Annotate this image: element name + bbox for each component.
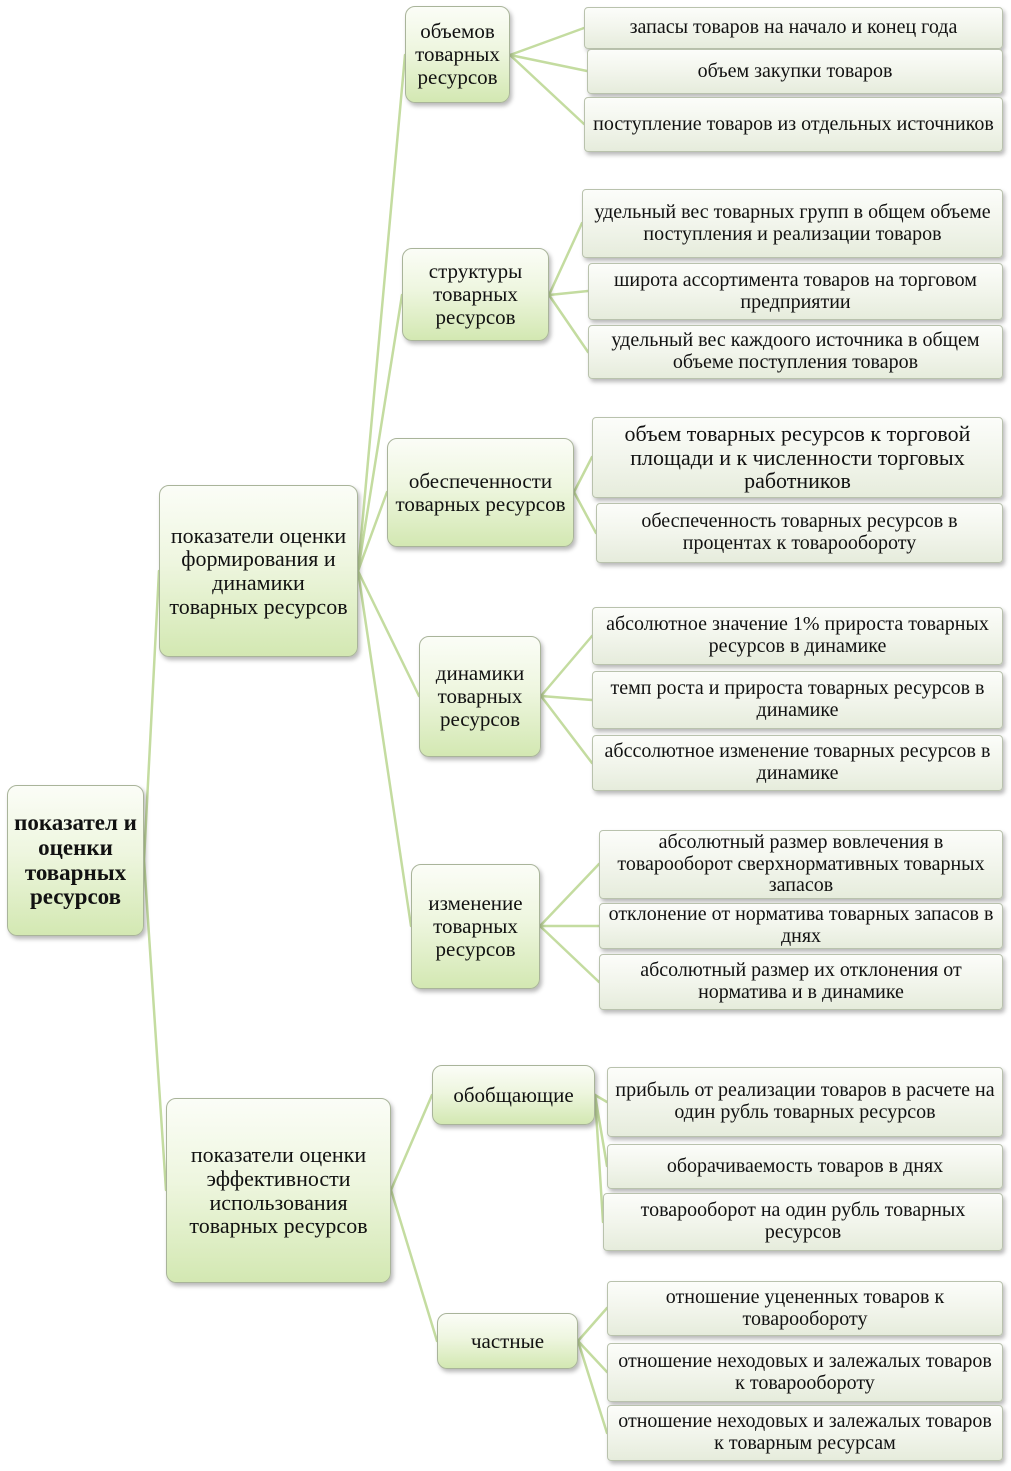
connector-line xyxy=(356,569,421,698)
connector-line xyxy=(538,924,601,984)
leaf-label: объем закупки товаров xyxy=(697,59,893,82)
leaf-node: абссолютное изменение товарных ресурсов … xyxy=(592,735,1003,791)
leaf-node: отклонение от норматива товарных запасов… xyxy=(599,903,1003,949)
subgroup-label: частные xyxy=(470,1328,545,1353)
connector-line xyxy=(508,26,586,57)
connector-line xyxy=(576,1339,609,1374)
leaf-node: отношение уцененных товаров к товарообор… xyxy=(607,1281,1003,1336)
connector-line xyxy=(356,569,413,928)
connector-line xyxy=(572,490,598,535)
leaf-node: запасы товаров на начало и конец года xyxy=(584,7,1003,49)
group-label: показатели оценки формирования и динамик… xyxy=(169,522,348,619)
subgroup-label: обобщающие xyxy=(453,1082,574,1107)
leaf-label: отношение неходовых и залежалых товаров … xyxy=(618,1410,992,1454)
subgroup-label: динамики товарных ресурсов xyxy=(435,661,525,731)
leaf-label: абсолютный размер вовлечения в товарообо… xyxy=(617,831,985,897)
connector-line xyxy=(576,1339,609,1435)
leaf-node: абсолютный размер вовлечения в товарообо… xyxy=(599,830,1003,899)
leaf-label: обеспеченность товарных ресурсов в проце… xyxy=(641,510,958,554)
leaf-node: поступление товаров из отдельных источни… xyxy=(584,97,1003,152)
leaf-node: прибыль от реализации товаров в расчете … xyxy=(607,1067,1003,1137)
leaf-node: абсолютный размер их отклонения от норма… xyxy=(599,954,1003,1010)
connector-line xyxy=(538,862,601,928)
leaf-label: отношение неходовых и залежалых товаров … xyxy=(618,1349,992,1394)
connector-line xyxy=(572,455,594,494)
leaf-label: объем товарных ресурсов к торговой площа… xyxy=(624,420,971,494)
connector-line xyxy=(539,634,594,698)
leaf-node: обеспеченность товарных ресурсов в проце… xyxy=(596,503,1003,563)
connector-line xyxy=(547,289,590,297)
leaf-node: объем закупки товаров xyxy=(587,49,1003,94)
connector-line xyxy=(389,1188,439,1343)
leaf-node: товарооборот на один рубль товарных ресу… xyxy=(603,1193,1003,1251)
leaf-node: темп роста и прироста товарных ресурсов … xyxy=(592,671,1003,729)
connector-line xyxy=(356,53,407,573)
subgroup-label: обеспеченности товарных ресурсов xyxy=(395,468,566,516)
subgroup-node-dynamics: динамики товарных ресурсов xyxy=(419,636,541,757)
connector-line xyxy=(576,1306,609,1343)
connector-line xyxy=(547,293,590,354)
group-node-formation: показатели оценки формирования и динамик… xyxy=(159,485,358,657)
leaf-label: темп роста и прироста товарных ресурсов … xyxy=(610,677,985,721)
connector-line xyxy=(356,490,389,573)
subgroup-node-provision: обеспеченности товарных ресурсов xyxy=(387,438,574,547)
leaf-label: товарооборот на один рубль товарных ресу… xyxy=(640,1199,966,1243)
connector-line xyxy=(547,221,584,297)
connector-line xyxy=(593,1093,609,1104)
leaf-label: отклонение от норматива товарных запасов… xyxy=(608,903,994,947)
connector-line xyxy=(142,858,168,1192)
subgroup-label: структуры товарных ресурсов xyxy=(428,259,523,329)
subgroup-node-partial: частные xyxy=(437,1313,578,1369)
leaf-label: абсолютное значение 1% прироста товарных… xyxy=(606,613,989,657)
leaf-label: удельный вес каждоого источника в общем … xyxy=(611,329,980,373)
connector-line xyxy=(142,569,161,862)
connector-line xyxy=(508,53,589,73)
leaf-label: отношение уцененных товаров к товарообор… xyxy=(665,1285,945,1330)
connector-line xyxy=(539,694,594,702)
connector-line xyxy=(508,53,586,126)
leaf-label: абссолютное изменение товарных ресурсов … xyxy=(604,740,991,784)
group-label: показатели оценки эффективности использо… xyxy=(189,1142,368,1239)
leaf-node: отношение неходовых и залежалых товаров … xyxy=(607,1343,1003,1402)
subgroup-node-structure: структуры товарных ресурсов xyxy=(402,248,549,341)
leaf-label: запасы товаров на начало и конец года xyxy=(629,16,958,39)
leaf-node: широта ассортимента товаров на торговом … xyxy=(588,263,1003,320)
root-label: показател и оценки товарных ресурсов xyxy=(14,809,137,910)
subgroup-node-change: изменение товарных ресурсов xyxy=(411,864,540,989)
leaf-node: объем товарных ресурсов к торговой площа… xyxy=(592,417,1003,498)
subgroup-label: изменение товарных ресурсов xyxy=(428,891,523,961)
subgroup-label: объемов товарных ресурсов xyxy=(415,19,500,89)
leaf-node: отношение неходовых и залежалых товаров … xyxy=(607,1405,1003,1461)
leaf-label: прибыль от реализации товаров в расчете … xyxy=(615,1079,995,1123)
leaf-label: широта ассортимента товаров на торговом … xyxy=(614,268,977,313)
leaf-label: абсолютный размер их отклонения от норма… xyxy=(640,959,962,1003)
connector-line xyxy=(539,694,594,765)
connector-line xyxy=(356,293,404,573)
leaf-label: оборачиваемость товаров в днях xyxy=(666,1154,944,1177)
leaf-node: удельный вес товарных групп в общем объе… xyxy=(582,189,1003,258)
subgroup-node-volumes: объемов товарных ресурсов xyxy=(405,6,510,103)
leaf-node: абсолютное значение 1% прироста товарных… xyxy=(592,607,1003,665)
connector-line xyxy=(389,1093,434,1192)
leaf-label: поступление товаров из отдельных источни… xyxy=(593,112,994,135)
leaf-node: удельный вес каждоого источника в общем … xyxy=(588,325,1003,379)
connector-line xyxy=(593,1093,605,1224)
subgroup-node-general: обобщающие xyxy=(432,1065,595,1125)
group-node-efficiency: показатели оценки эффективности использо… xyxy=(166,1098,391,1283)
root-node: показател и оценки товарных ресурсов xyxy=(7,785,144,936)
leaf-label: удельный вес товарных групп в общем объе… xyxy=(594,200,991,245)
leaf-node: оборачиваемость товаров в днях xyxy=(607,1144,1003,1189)
connector-line xyxy=(593,1093,609,1168)
